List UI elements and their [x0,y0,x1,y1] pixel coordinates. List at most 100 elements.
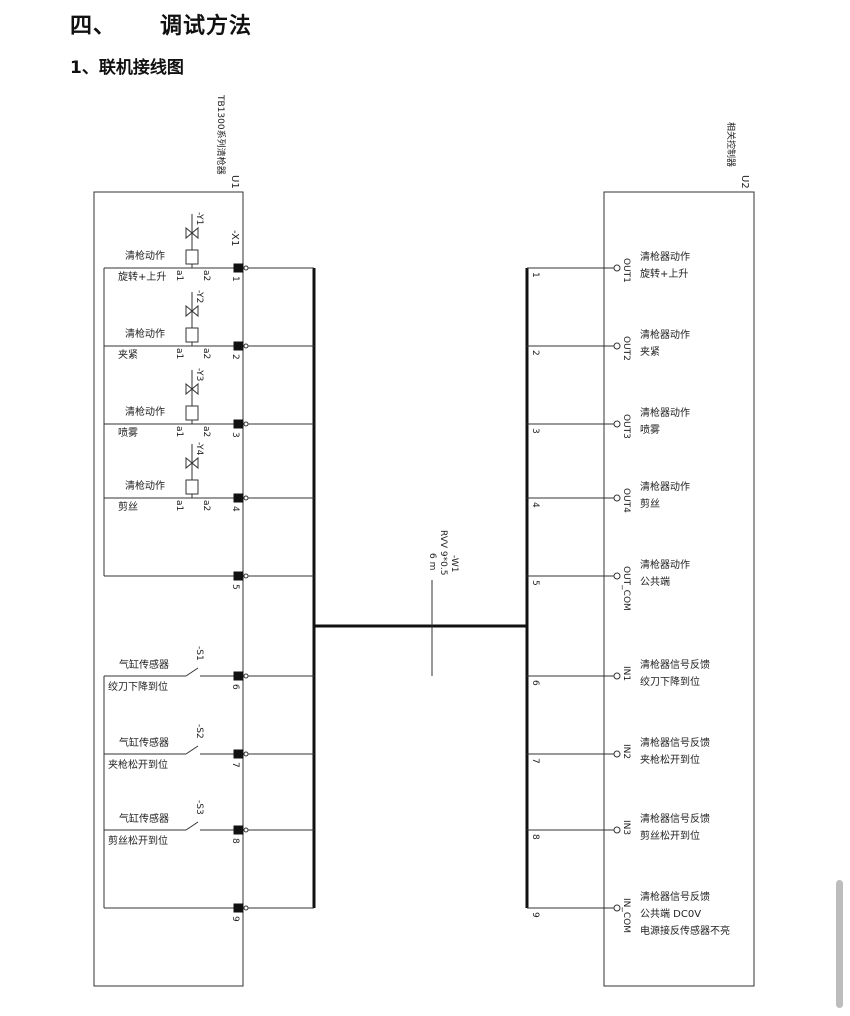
port-label-1: 清枪器动作 [640,328,690,341]
port-label-2: 夹紧 [640,345,660,358]
valve-ref: -Y2 [194,290,204,303]
valve-label-2: 剪丝 [118,500,138,513]
port-name: OUT1 [621,258,631,283]
cylinder-sensor [104,745,314,759]
scrollbar[interactable] [836,880,843,1008]
controller-port [527,826,621,834]
wire-number: 7 [530,758,540,764]
port-label-2: 剪丝松开到位 [640,829,700,842]
valve-label-2: 旋转+上升 [118,270,166,283]
controller-port [527,572,621,580]
cylinder-sensor [104,821,314,835]
solenoid-valve [104,444,314,503]
port-label-1: 清枪器动作 [640,406,690,419]
port-name: OUT4 [621,488,631,513]
pin-number: 9 [230,916,240,922]
terminal-dot [243,751,249,757]
valve-ref: -Y3 [194,368,204,381]
terminal-dot [243,827,249,833]
terminal-dot [243,421,249,427]
port-label-2: 公共端 [640,575,670,588]
terminal-dot [243,573,249,579]
port-name: OUT2 [621,336,631,361]
terminal-dot [243,495,249,501]
port-label-1: 清枪器动作 [640,558,690,571]
valve-terminal-a1: a1 [174,500,184,511]
valve-icon [185,382,199,396]
port-label-3: 电源接反传感器不亮 [640,924,730,937]
port-label-1: 清枪器信号反馈 [640,658,710,671]
cylinder-sensor [104,667,314,681]
valve-terminal-a1: a1 [174,426,184,437]
valve-ref: -Y1 [194,212,204,225]
pin-number: 4 [230,506,240,512]
pin-number: 3 [230,432,240,438]
wire-number: 5 [530,580,540,586]
wire-number: 9 [530,912,540,918]
port-name: IN1 [621,666,631,681]
controller-port [527,494,621,502]
controller-port [527,672,621,680]
common-terminal [104,571,314,581]
valve-terminal-a1: a1 [174,348,184,359]
port-name: IN_COM [621,898,631,933]
port-label-1: 清枪器动作 [640,480,690,493]
valve-coil [185,479,199,495]
terminal-dot [243,905,249,911]
valve-label-1: 清枪动作 [125,249,165,262]
port-label-1: 清枪器信号反馈 [640,890,710,903]
valve-ref: -Y4 [194,442,204,456]
terminal-block [233,571,244,581]
valve-icon [185,226,199,240]
port-terminal [613,572,621,580]
port-terminal [613,904,621,912]
valve-label-1: 清枪动作 [125,479,165,492]
valve-label-1: 清枪动作 [125,327,165,340]
valve-coil [185,405,199,421]
port-terminal [613,494,621,502]
sensor-ref: -S2 [194,724,204,739]
terminal-dot [243,265,249,271]
port-terminal [613,264,621,272]
port-label-2: 旋转+上升 [640,267,688,280]
wire-number: 4 [530,502,540,508]
pin-number: 7 [230,762,240,768]
pin-number: 5 [230,584,240,590]
terminal-block [233,903,244,913]
controller-port [527,750,621,758]
port-terminal [613,420,621,428]
wire-number: 6 [530,680,540,686]
sensor-label-1: 气缸传感器 [119,736,169,749]
terminal-block [233,671,244,681]
cable-length: 6 m [427,553,437,570]
wire-number: 8 [530,834,540,840]
sensor-ref: -S1 [194,646,204,661]
valve-terminal-a2: a2 [201,270,211,281]
valve-icon [185,456,199,470]
port-label-2: 剪丝 [640,497,660,510]
port-name: OUT3 [621,414,631,439]
sensor-switch [185,667,199,677]
valve-terminal-a2: a2 [201,348,211,359]
port-name: IN3 [621,820,631,835]
sensor-label-2: 绞刀下降到位 [108,680,168,693]
pin-number: 1 [230,276,240,282]
terminal-block [233,341,244,351]
valve-label-1: 清枪动作 [125,405,165,418]
cable-spec: RVV 9*0.5 [438,530,448,575]
port-label-2: 绞刀下降到位 [640,675,700,688]
terminal-block [233,749,244,759]
connector-ref: -X1 [229,230,240,246]
sensor-switch [185,745,199,755]
port-label-2: 公共端 DC0V [640,907,701,920]
solenoid-valve [104,292,314,351]
port-label-1: 清枪器信号反馈 [640,812,710,825]
port-terminal [613,672,621,680]
sensor-label-1: 气缸传感器 [119,812,169,825]
valve-label-2: 喷雾 [118,427,138,439]
controller-port [527,904,621,912]
right-box [603,191,755,987]
left-box-ref: U1 [229,175,240,189]
sensor-ref: -S3 [194,800,204,815]
